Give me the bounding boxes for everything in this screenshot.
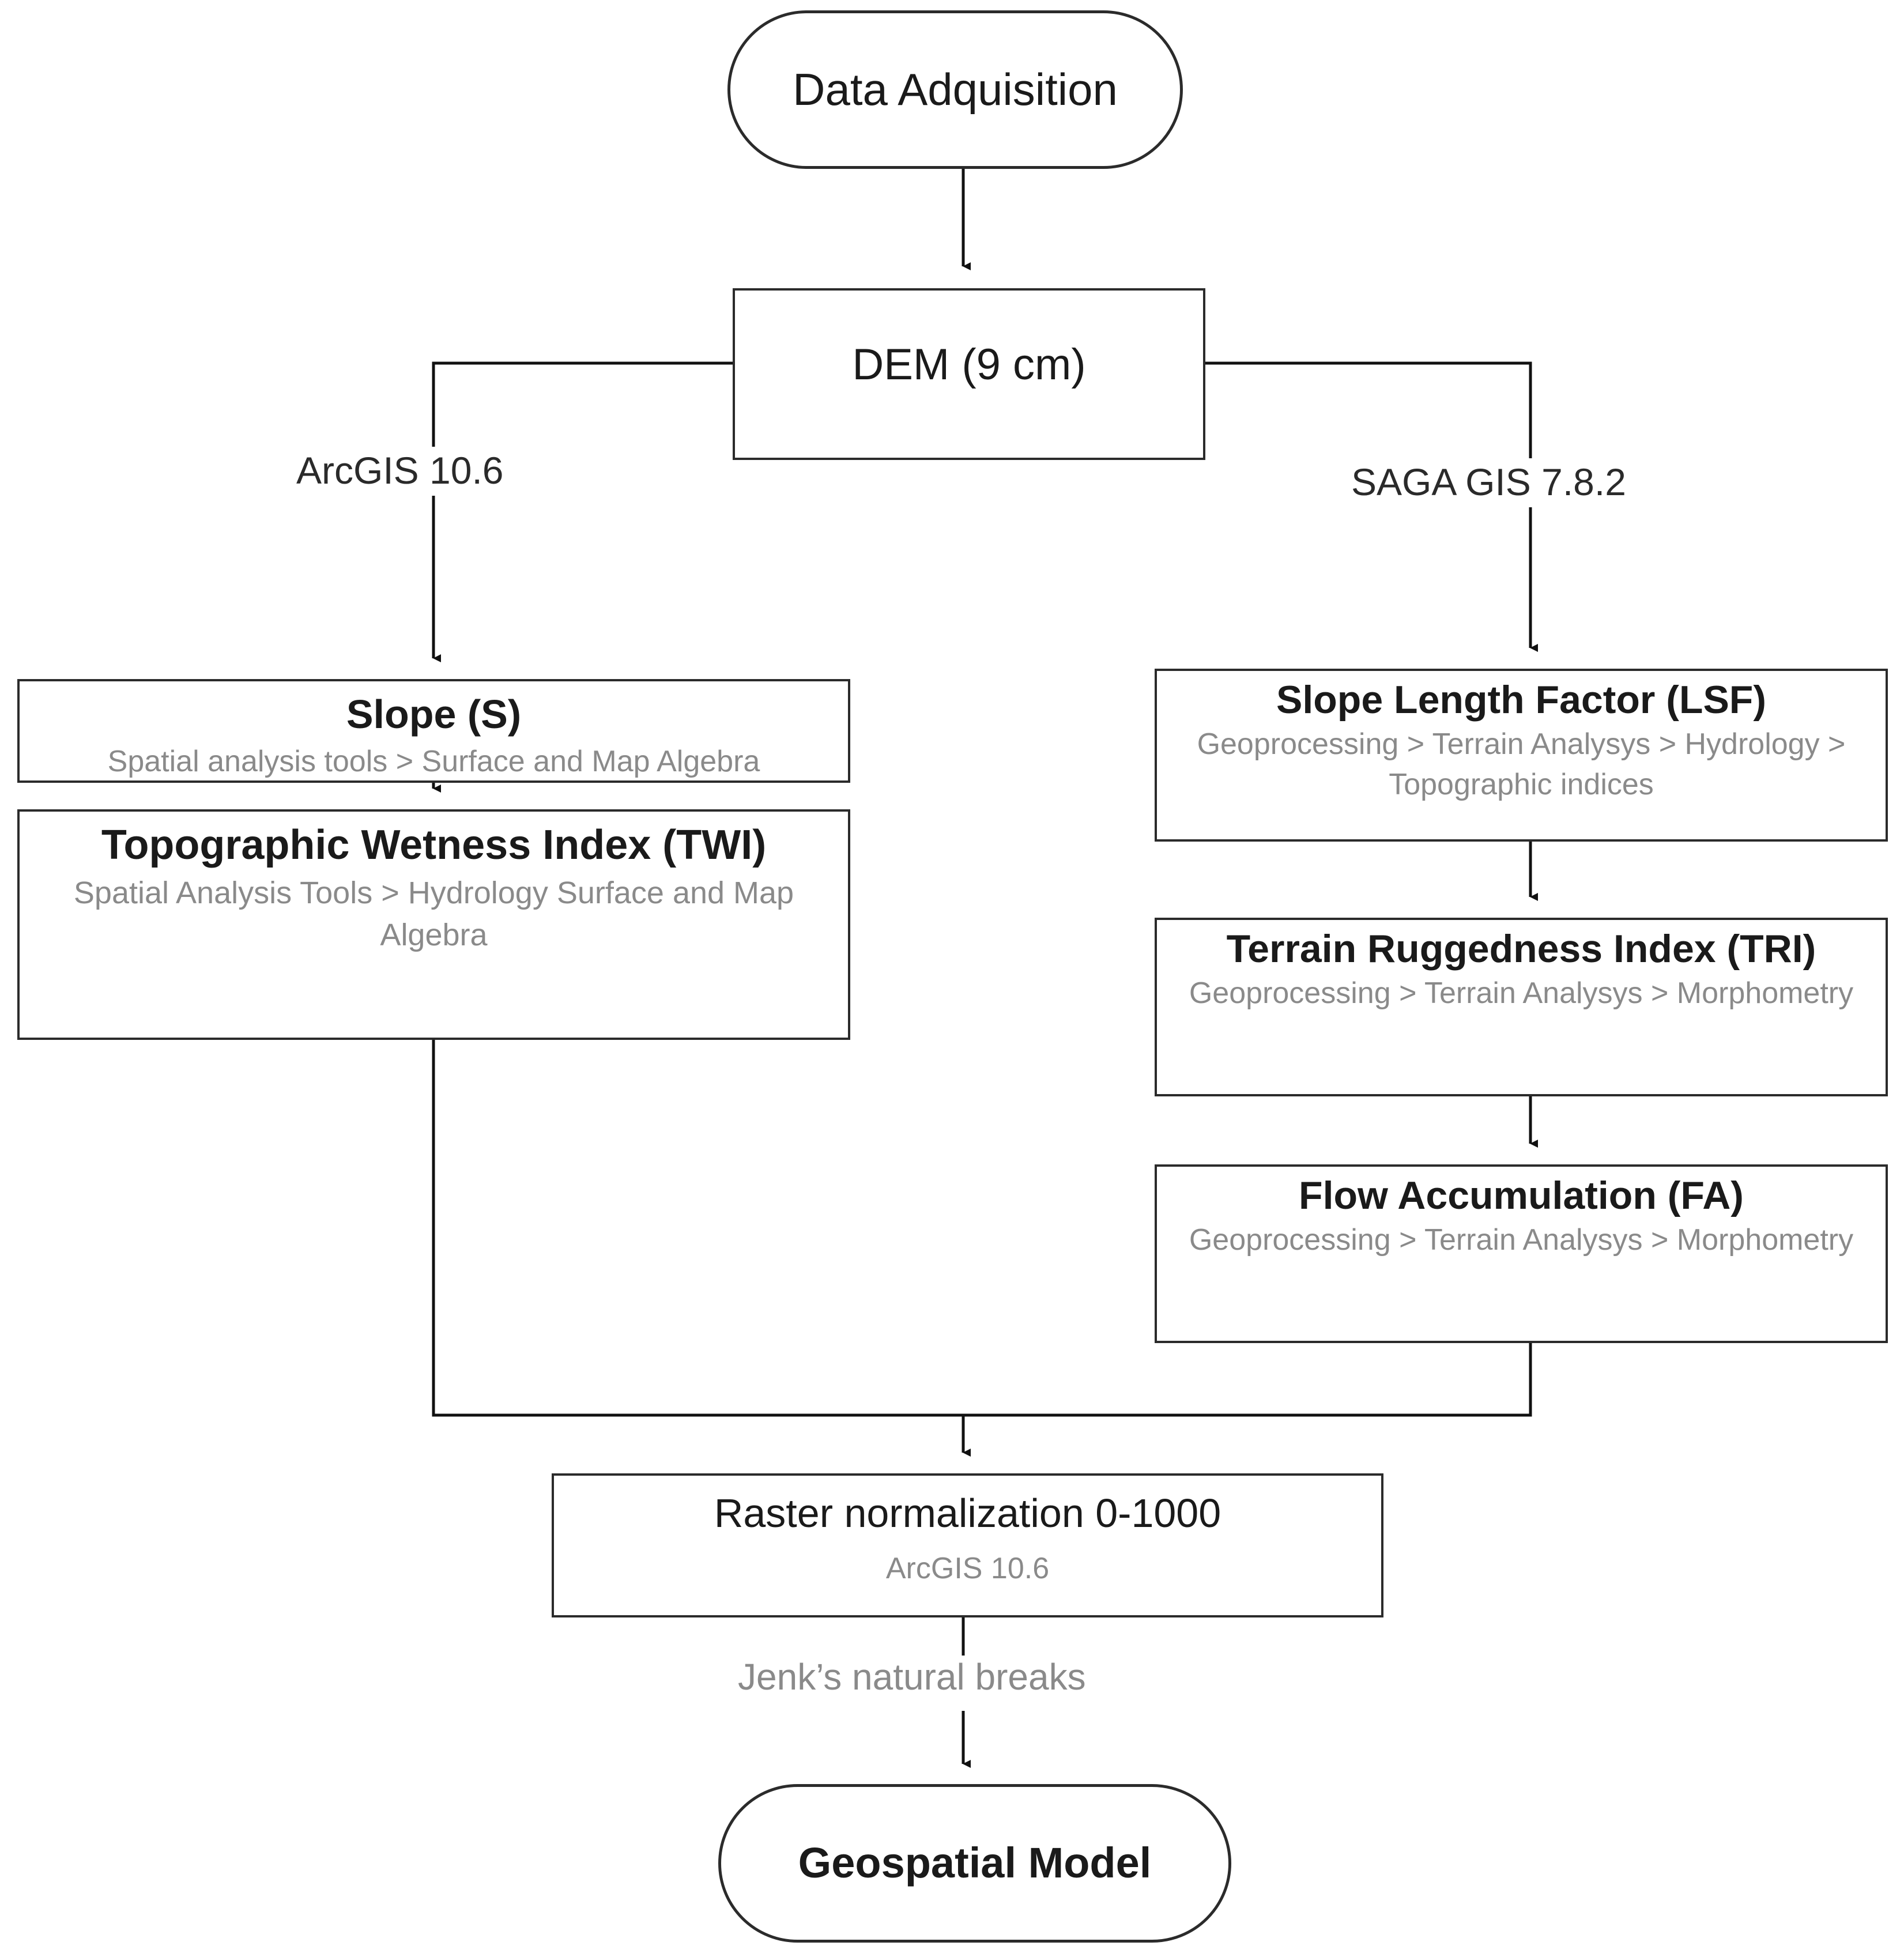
node-lsf-title: Slope Length Factor (LSF) <box>1276 678 1766 722</box>
node-geospatial-model-title: Geospatial Model <box>798 1839 1152 1887</box>
node-raster-normalization[interactable]: Raster normalization 0-1000 ArcGIS 10.6 <box>552 1473 1383 1617</box>
node-fa[interactable]: Flow Accumulation (FA) Geoprocessing > T… <box>1155 1164 1888 1343</box>
node-fa-subtitle: Geoprocessing > Terrain Analysys > Morph… <box>1189 1223 1854 1257</box>
node-dem[interactable]: DEM (9 cm) <box>733 288 1205 460</box>
node-fa-title: Flow Accumulation (FA) <box>1299 1174 1744 1217</box>
node-tri-subtitle: Geoprocessing > Terrain Analysys > Morph… <box>1189 976 1854 1010</box>
node-tri-title: Terrain Ruggedness Index (TRI) <box>1226 927 1816 971</box>
node-twi[interactable]: Topographic Wetness Index (TWI) Spatial … <box>17 809 850 1040</box>
edge-dem-to-lsf <box>1205 361 1538 652</box>
edge-dem-to-slope <box>432 361 733 662</box>
node-data-adquisition-title: Data Adquisition <box>793 63 1118 115</box>
node-data-adquisition[interactable]: Data Adquisition <box>727 10 1183 169</box>
node-slope-title: Slope (S) <box>346 692 522 737</box>
node-geospatial-model[interactable]: Geospatial Model <box>718 1784 1231 1943</box>
node-tri[interactable]: Terrain Ruggedness Index (TRI) Geoproces… <box>1155 918 1888 1096</box>
node-twi-subtitle: Spatial Analysis Tools > Hydrology Surfa… <box>73 875 794 952</box>
node-twi-title: Topographic Wetness Index (TWI) <box>101 822 767 868</box>
edge-merge-to-raster <box>432 1040 1532 1457</box>
edge-label-classification: Jenk’s natural breaks <box>730 1656 1094 1698</box>
node-lsf[interactable]: Slope Length Factor (LSF) Geoprocessing … <box>1155 669 1888 842</box>
node-lsf-subtitle: Geoprocessing > Terrain Analysys > Hydro… <box>1197 727 1846 802</box>
edge-label-left-branch: ArcGIS 10.6 <box>288 448 512 492</box>
node-raster-normalization-title: Raster normalization 0-1000 <box>714 1491 1221 1536</box>
node-dem-title: DEM (9 cm) <box>852 340 1086 389</box>
node-slope[interactable]: Slope (S) Spatial analysis tools > Surfa… <box>17 679 850 783</box>
node-slope-subtitle: Spatial analysis tools > Surface and Map… <box>107 745 760 779</box>
edge-label-right-branch: SAGA GIS 7.8.2 <box>1343 460 1634 504</box>
node-raster-normalization-subtitle: ArcGIS 10.6 <box>885 1552 1050 1586</box>
